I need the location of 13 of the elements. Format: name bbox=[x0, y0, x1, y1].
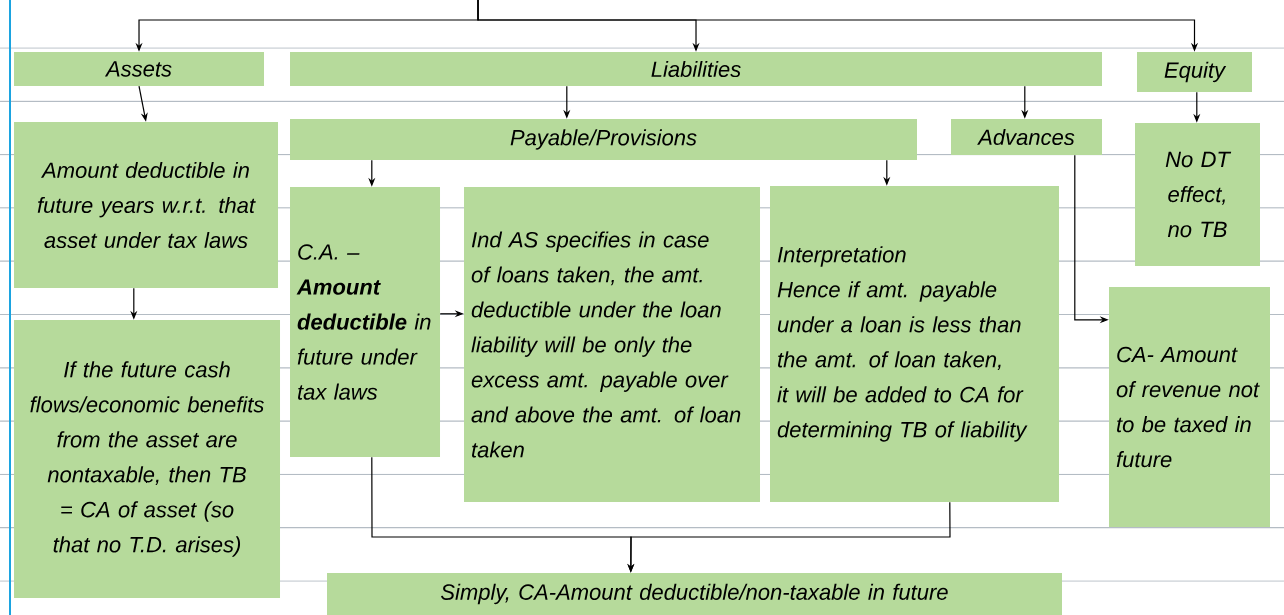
text-box: Ind AS specifies in case of loans taken, the amt. deductible under the loan liability will be only the excess amt. payable over and above the amt. of loan taken bbox=[464, 187, 760, 502]
text-box: C.A. – Amount deductible in future under tax laws bbox=[290, 187, 440, 457]
text-box: Equity bbox=[1137, 52, 1252, 92]
text-box: Simply, CA-Amount deductible/non-taxable in future bbox=[327, 573, 1062, 615]
text-box: No DT effect, no TB bbox=[1135, 123, 1260, 266]
text-box: Amount deductible in future years w.r.t. that asset under tax laws bbox=[14, 122, 278, 288]
text-box: Assets bbox=[14, 52, 264, 86]
text-box: Interpretation Hence if amt. payable under a loan is less than the amt. of loan taken, it will be added to CA for determining TB of liability bbox=[770, 186, 1059, 502]
text-box: Advances bbox=[951, 119, 1102, 155]
text-box: Payable/Provisions bbox=[290, 119, 917, 160]
text-box: CA- Amount of revenue not to be taxed in future bbox=[1109, 287, 1270, 527]
text-box: Liabilities bbox=[290, 52, 1102, 86]
text-box: If the future cash flows/economic benefits from the asset are nontaxable, then TB = CA of asset (so that no T.D. arises) bbox=[14, 320, 280, 598]
